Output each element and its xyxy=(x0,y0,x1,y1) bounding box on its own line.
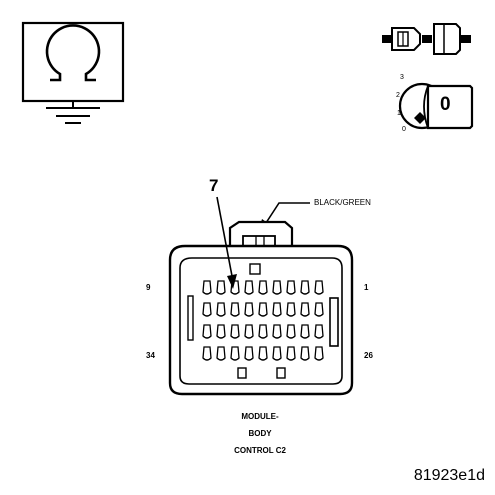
pin-cavity xyxy=(258,302,268,317)
wire-color-label: BLACK/GREEN xyxy=(314,198,371,207)
pin-cavity xyxy=(272,324,282,339)
pin-cavity xyxy=(244,346,254,361)
cavity-pointer-line xyxy=(216,196,233,277)
caption-line-3: CONTROL C2 xyxy=(234,446,286,455)
pin-cavity xyxy=(244,280,254,295)
pin-cavity xyxy=(314,302,324,317)
pin-cavity xyxy=(272,280,282,295)
key-position-3: 3 xyxy=(400,74,404,81)
pin-cavity xyxy=(300,346,310,361)
pin-cavity xyxy=(258,346,268,361)
key-position-2: 2 xyxy=(396,92,400,99)
key-position-1: 1 xyxy=(397,110,401,117)
ground-ohm-symbol-icon xyxy=(21,21,125,124)
cavity-pointer-arrow xyxy=(227,274,237,289)
pin-cavity xyxy=(272,346,282,361)
pin-cavity xyxy=(244,324,254,339)
pin-cavity xyxy=(216,346,226,361)
pin-cavity xyxy=(216,280,226,295)
pin-cavity xyxy=(300,280,310,295)
pin-cavity xyxy=(202,280,212,295)
key-position-0: 0 xyxy=(402,126,406,133)
pin-label-34: 34 xyxy=(146,351,155,360)
wire-leader-line xyxy=(263,202,310,227)
pin-cavity xyxy=(286,346,296,361)
ignition-key-switch-icon xyxy=(398,82,474,130)
pin-cavity xyxy=(202,302,212,317)
pin-cavity xyxy=(314,346,324,361)
figure-id: 81923e1d xyxy=(413,467,485,484)
pin-cavity-grid xyxy=(202,280,324,361)
pin-cavity xyxy=(258,280,268,295)
pin-cavity xyxy=(286,280,296,295)
pin-label-9: 9 xyxy=(146,283,151,292)
caption-line-1: MODULE- xyxy=(241,412,279,421)
pin-cavity xyxy=(230,346,240,361)
pin-cavity xyxy=(314,324,324,339)
pin-cavity xyxy=(244,302,254,317)
pin-cavity xyxy=(216,302,226,317)
pin-cavity xyxy=(202,324,212,339)
pin-cavity xyxy=(286,324,296,339)
pin-label-26: 26 xyxy=(364,351,373,360)
pin-cavity xyxy=(202,346,212,361)
pin-cavity xyxy=(314,280,324,295)
pin-cavity xyxy=(300,302,310,317)
pin-cavity xyxy=(216,324,226,339)
caption-line-2: BODY xyxy=(248,429,272,438)
pin-cavity xyxy=(300,324,310,339)
pin-cavity xyxy=(230,324,240,339)
connector-plug-icon xyxy=(382,23,471,55)
pin-cavity xyxy=(230,302,240,317)
pin-cavity xyxy=(258,324,268,339)
pin-cavity xyxy=(286,302,296,317)
key-label: 0 xyxy=(440,94,451,115)
connector-caption: MODULE- BODY CONTROL C2 xyxy=(200,408,320,459)
pin-cavity xyxy=(272,302,282,317)
pin-label-1: 1 xyxy=(364,283,369,292)
cavity-number-label: 7 xyxy=(209,176,219,195)
